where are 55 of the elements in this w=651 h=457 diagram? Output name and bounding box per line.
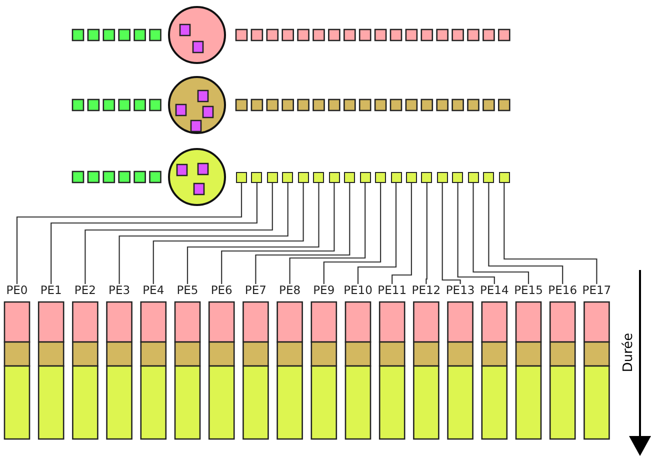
leader-line <box>186 182 320 284</box>
task-square <box>236 172 247 182</box>
task-square <box>436 172 448 182</box>
task-square <box>266 172 278 182</box>
task-square <box>298 172 309 182</box>
leader-line <box>457 182 495 284</box>
leader-line <box>442 182 461 284</box>
leader-line <box>323 182 382 284</box>
leader-line <box>152 182 304 284</box>
leader-line <box>392 182 412 284</box>
task-square <box>375 172 386 182</box>
leader-line <box>289 182 366 284</box>
leader-line <box>118 182 288 284</box>
leader-line <box>504 182 598 284</box>
processor-label: PE2 <box>74 283 96 297</box>
processor-label: PE8 <box>279 283 301 297</box>
axis-label: Durée <box>620 332 636 372</box>
processor-label: PE11 <box>378 283 407 297</box>
task-square <box>251 172 262 182</box>
processor-label: PE4 <box>142 283 164 297</box>
processor-label: PE15 <box>514 283 543 297</box>
leader-line <box>84 182 273 284</box>
processor-label: PE0 <box>6 283 28 297</box>
task-square <box>360 172 371 182</box>
task-square <box>390 172 402 182</box>
processor-label: PE7 <box>244 283 266 297</box>
processor-label: PE13 <box>446 283 475 297</box>
processor-label: PE14 <box>480 283 509 297</box>
leader-line <box>16 182 242 284</box>
processor-label: PE5 <box>176 283 198 297</box>
processor-label: PE17 <box>582 283 612 297</box>
task-square <box>498 172 510 182</box>
task-square <box>313 172 324 182</box>
leader-line <box>472 182 530 284</box>
task-square <box>344 172 356 182</box>
task-square <box>421 172 432 182</box>
task-square <box>452 172 464 182</box>
processor-label: PE10 <box>344 283 372 297</box>
processor-label: PE16 <box>548 283 578 297</box>
task-square <box>282 172 294 182</box>
leader-line <box>357 182 397 284</box>
leader-line <box>488 182 564 284</box>
leader-line <box>426 182 428 284</box>
processor-label: PE1 <box>40 283 62 297</box>
task-square <box>406 172 417 182</box>
leader-line <box>255 182 350 284</box>
processor-label: PE9 <box>313 283 335 297</box>
processor-label: PE3 <box>108 283 130 297</box>
processor-label: PE12 <box>412 283 441 297</box>
leader-line <box>50 182 258 284</box>
task-square <box>483 172 494 182</box>
leader-line <box>221 182 335 284</box>
task-square <box>328 172 340 182</box>
task-square <box>468 172 479 182</box>
processor-label: PE6 <box>210 283 232 297</box>
